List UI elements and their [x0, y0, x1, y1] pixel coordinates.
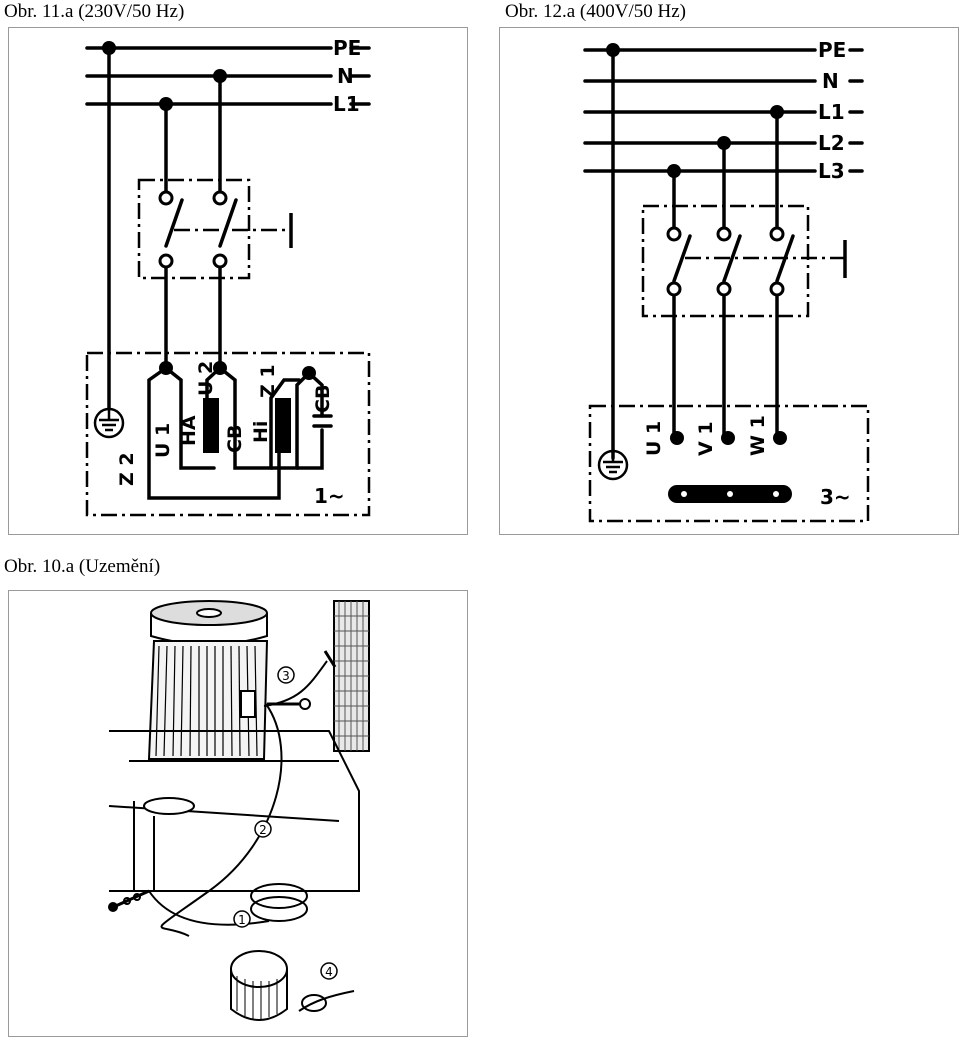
grounding-illustration: 1 2 3 4 — [8, 590, 468, 1037]
wiring-diagram-230v: PE N L1 Z 2 U 1 U 2 Z 1 HA CB Hi CB 1~ — [8, 27, 468, 535]
terminal-label-u2: U 2 — [195, 361, 217, 396]
line-label-n: N — [822, 69, 839, 93]
line-label-pe: PE — [333, 36, 361, 60]
terminal-label-ha: HA — [178, 415, 200, 446]
line-label-l3: L3 — [818, 159, 845, 183]
terminal-label-v1: V 1 — [695, 421, 717, 456]
terminal-label-z1: Z 1 — [257, 364, 279, 398]
terminal-label-cb-cap: CB — [312, 385, 334, 413]
callout-1: 1 — [238, 913, 246, 927]
wiring-diagram-400v: PE N L1 L2 L3 U 1 V 1 W 1 3~ — [499, 27, 959, 535]
callout-3: 3 — [282, 669, 290, 683]
caption-fig10: Obr. 10.a (Uzemění) — [4, 556, 161, 577]
wiring-400v-svg: PE N L1 L2 L3 U 1 V 1 W 1 3~ — [583, 38, 870, 523]
terminal-label-hi: Hi — [250, 421, 272, 443]
callout-2: 2 — [259, 823, 267, 837]
phase-mark-3: 3~ — [820, 485, 851, 509]
caption-fig12: Obr. 12.a (400V/50 Hz) — [505, 1, 686, 22]
callout-4: 4 — [325, 965, 333, 979]
line-label-l2: L2 — [818, 131, 845, 155]
caption-fig11: Obr. 11.a (230V/50 Hz) — [4, 1, 185, 22]
wiring-230v-svg: PE N L1 Z 2 U 1 U 2 Z 1 HA CB Hi CB 1~ — [85, 36, 371, 517]
terminal-label-z2: Z 2 — [116, 452, 138, 486]
phase-mark-1: 1~ — [314, 484, 345, 508]
line-label-l1: L1 — [818, 100, 845, 124]
grounding-svg: 1 2 3 4 — [108, 600, 370, 1021]
terminal-label-w1: W 1 — [747, 415, 769, 456]
line-label-l1: L1 — [333, 92, 360, 116]
line-label-pe: PE — [818, 38, 846, 62]
terminal-label-u1: U 1 — [152, 423, 174, 458]
line-label-n: N — [337, 64, 354, 88]
terminal-label-cb: CB — [224, 425, 246, 453]
terminal-label-u1: U 1 — [643, 421, 665, 456]
